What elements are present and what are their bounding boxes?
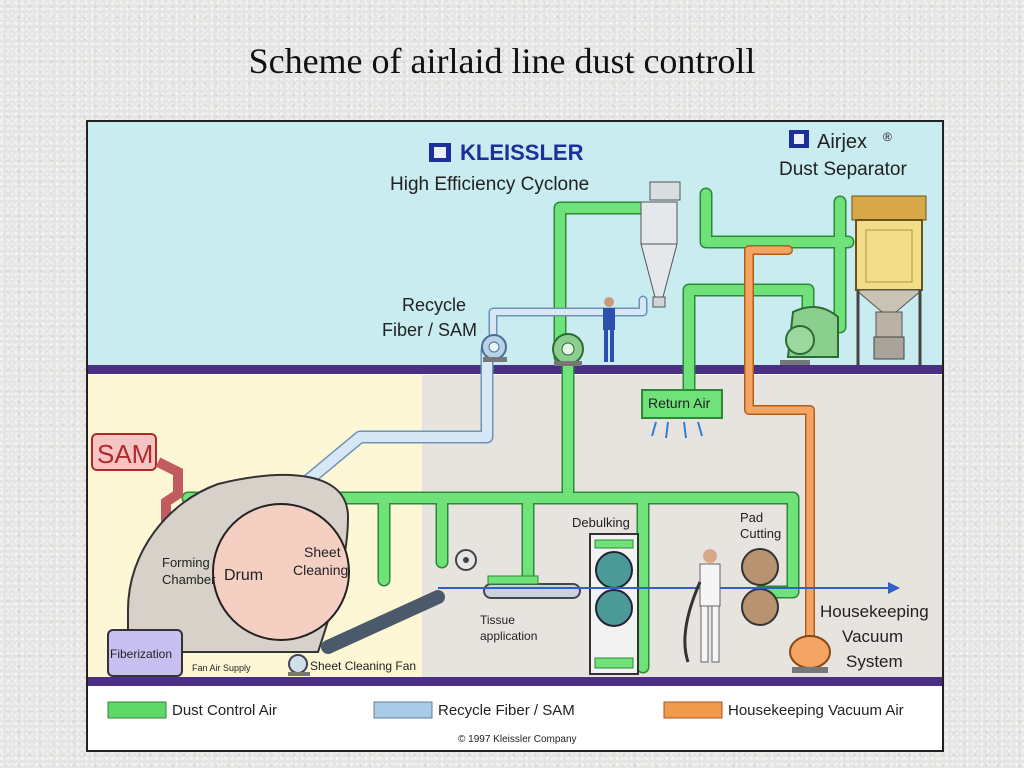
- kleissler-logo-icon: [429, 143, 451, 162]
- legend-label-dust-control: Dust Control Air: [172, 702, 277, 719]
- legend-area: [88, 686, 942, 750]
- housekeeping-label-line3: System: [846, 652, 903, 671]
- recycle-label-line1: Recycle: [402, 295, 466, 315]
- kleissler-brand: KLEISSLER: [460, 140, 584, 165]
- forming-label-line2: Chamber: [162, 572, 216, 587]
- return-air-grille: Return Air: [641, 389, 723, 439]
- tissue-roll: [455, 549, 477, 571]
- dust-separator: [851, 195, 927, 365]
- registered-mark: ®: [883, 130, 892, 144]
- tissue-label-line1: Tissue: [480, 613, 515, 627]
- ground-floor-slab: [88, 677, 942, 686]
- housekeeping-vacuum-duct: [744, 245, 815, 647]
- recycle-fan: [481, 334, 507, 362]
- housekeeping-label-line2: Vacuum: [842, 627, 903, 646]
- legend: Dust Control Air Recycle Fiber / SAM Hou…: [107, 701, 904, 719]
- legend-swatch-dust-control: [107, 701, 167, 719]
- cyclone-fan: [552, 333, 584, 366]
- debulking-label: Debulking: [572, 515, 630, 530]
- ceiling-floor-slab: [88, 365, 942, 374]
- slide-title: Scheme of airlaid line dust controll: [248, 41, 756, 81]
- operator-figure: [683, 549, 721, 663]
- sam-hopper: SAM: [91, 433, 183, 522]
- recycle-fiber-ducts: [299, 295, 648, 489]
- product-flow-arrow: [438, 582, 900, 594]
- legend-label-recycle: Recycle Fiber / SAM: [438, 702, 575, 719]
- return-air-label: Return Air: [648, 395, 711, 411]
- tissue-label-line2: application: [480, 629, 537, 643]
- legend-swatch-vacuum: [663, 701, 723, 719]
- airjex-logo-icon: [789, 130, 809, 148]
- sheet-cleaning-fan-label: Sheet Cleaning Fan: [310, 659, 416, 673]
- airlaid-dust-control-diagram: KLEISSLER High Efficiency Cyclone Airjex…: [86, 120, 944, 752]
- legend-swatch-recycle: [373, 701, 433, 719]
- sheet-cleaning-label-line2: Cleaning: [293, 562, 348, 578]
- legend-label-vacuum: Housekeeping Vacuum Air: [728, 702, 904, 719]
- drum-label: Drum: [224, 567, 263, 584]
- sheet-cleaning-label-line1: Sheet: [304, 544, 341, 560]
- pad-cutter: [741, 548, 779, 626]
- pad-label-line1: Pad: [740, 510, 763, 525]
- sam-label: SAM: [97, 439, 153, 469]
- housekeeping-label-line1: Housekeeping: [820, 602, 929, 621]
- production-room-right: [422, 375, 942, 677]
- dust-control-ducts: [181, 187, 855, 674]
- fiberization-label: Fiberization: [110, 647, 172, 661]
- separator-fan: [780, 306, 839, 365]
- forming-drum: [212, 503, 350, 641]
- high-efficiency-cyclone: [640, 181, 681, 308]
- forming-conveyor: [321, 590, 445, 654]
- cyclone-title: High Efficiency Cyclone: [390, 174, 589, 195]
- housekeeping-vacuum-unit: [789, 635, 831, 673]
- upper-worker-figure: [603, 297, 615, 362]
- debulking-unit: [589, 533, 639, 675]
- forming-label-line1: Forming: [162, 555, 210, 570]
- recycle-label-line2: Fiber / SAM: [382, 320, 477, 340]
- separator-title: Dust Separator: [779, 159, 907, 180]
- sheet-cleaning-fan: [288, 654, 310, 676]
- airjex-brand: Airjex: [817, 131, 867, 153]
- fan-air-supply-label: Fan Air Supply: [192, 663, 251, 673]
- fiberization-unit: Fiberization: [107, 629, 183, 677]
- copyright: © 1997 Kleissler Company: [458, 734, 577, 745]
- pad-label-line2: Cutting: [740, 526, 781, 541]
